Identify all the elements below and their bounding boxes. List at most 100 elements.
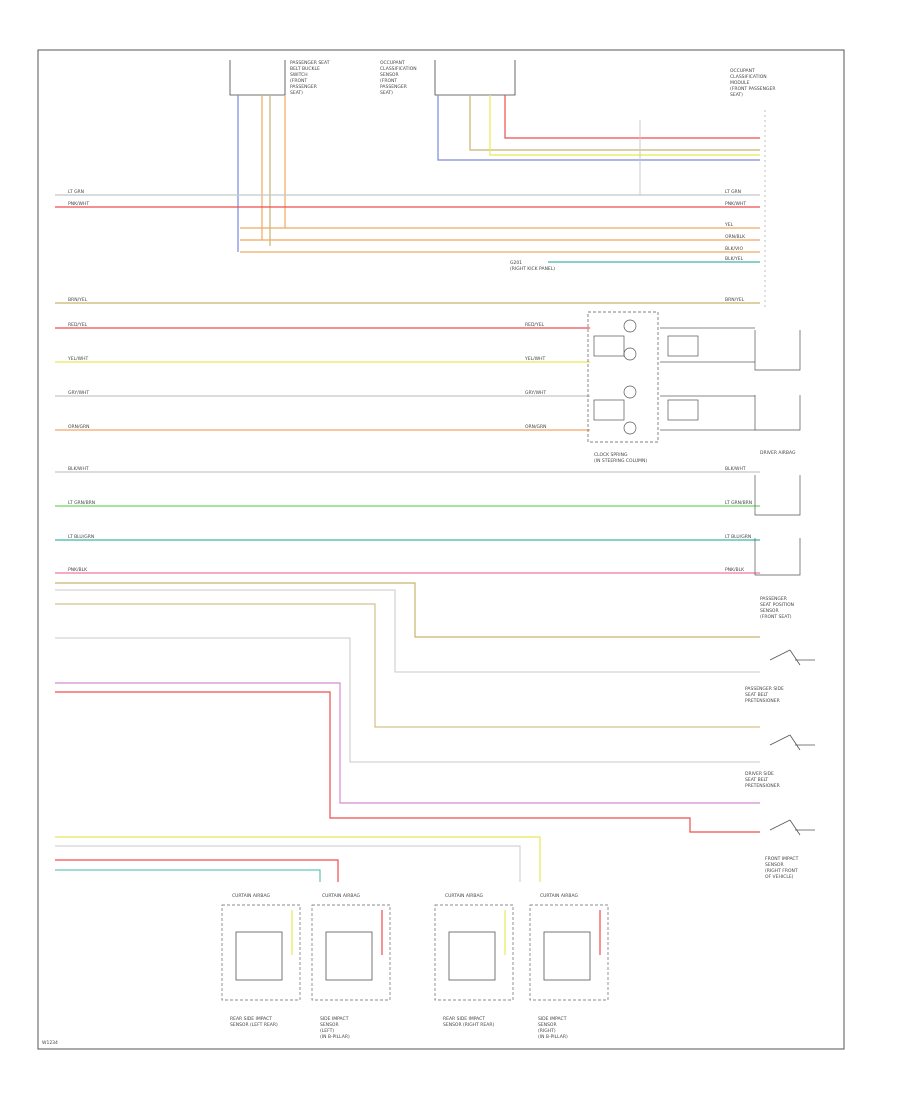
impact-line: FRONT IMPACT — [765, 856, 799, 862]
cs-label-line: (IN STEERING COLUMN) — [594, 458, 647, 464]
wire-tan-route — [469, 95, 760, 151]
tl-conn-line: SWITCH — [290, 72, 308, 78]
wire-label-right: LT BLU/GRN — [725, 534, 751, 540]
sw-top-line: PASSENGER — [760, 596, 787, 602]
wire-label-left: GRY/WHT — [68, 390, 89, 396]
module-caption-line: REAR SIDE IMPACT — [443, 1016, 485, 1022]
curtain-module-body — [325, 931, 373, 981]
gnd-line: G201 — [510, 260, 522, 266]
sw-low-line: SEAT BELT — [745, 777, 768, 783]
impact-line: OF VEHICLE) — [765, 874, 794, 880]
sw-low-line: PRETENSIONER — [745, 783, 780, 789]
airbag-modules-right — [754, 330, 801, 576]
wire-label-left: ORN/GRN — [68, 424, 90, 430]
wire-blue-route — [437, 95, 760, 161]
module-caption-line: (IN B-PILLAR) — [538, 1034, 568, 1040]
tm-conn-line: OCCUPANT — [380, 60, 405, 66]
tr-mod-line: OCCUPANT — [730, 68, 755, 74]
module-caption-line: SENSOR — [538, 1022, 557, 1028]
sw-top-line: SENSOR — [760, 608, 779, 614]
sw-mid-line: PRETENSIONER — [745, 698, 780, 704]
wire-gray-route — [60, 120, 641, 196]
wire-route-f — [55, 691, 760, 833]
impact-line: SENSOR — [765, 862, 784, 868]
wire-label-right: ORN/BLK — [725, 234, 746, 240]
wire-label-right: YEL — [724, 222, 734, 228]
module-header: CURTAIN AIRBAG — [540, 893, 578, 899]
cs-label-line: CLOCK SPRING — [594, 452, 628, 458]
driver-airbag-label: DRIVER AIRBAG — [760, 450, 796, 456]
wire-route-a — [55, 582, 760, 638]
wire-label-left: LT GRN — [68, 189, 84, 195]
tr-mod-line: (FRONT PASSENGER — [730, 86, 775, 92]
wire-label-left: PNK/BLK — [68, 567, 88, 573]
gnd-line: (RIGHT KICK PANEL) — [510, 266, 555, 272]
curtain-module-frame — [221, 904, 301, 1001]
footer-line: W1234 — [42, 1040, 58, 1046]
wire-label-right: RED/YEL — [525, 322, 545, 328]
tl-conn-line: SEAT) — [290, 90, 303, 96]
wire-label-left: LT GRN/BRN — [68, 500, 95, 506]
tl-conn-line: BELT BUCKLE — [290, 66, 320, 72]
wire-label-right: BRN/YEL — [725, 297, 745, 303]
module-caption-line: SENSOR (LEFT REAR) — [230, 1022, 278, 1028]
wire-label-left: LT BLU/GRN — [68, 534, 94, 540]
impact-line: (RIGHT FRONT — [765, 868, 798, 874]
module-header: CURTAIN AIRBAG — [232, 893, 270, 899]
wire-route-c — [55, 603, 760, 728]
wire-label-left: PNK/WHT — [68, 201, 89, 207]
tl-conn-line: PASSENGER SEAT — [290, 60, 330, 66]
wire-red-route — [504, 95, 760, 139]
module-caption-line: SENSOR — [320, 1022, 339, 1028]
curtain-module-frame — [311, 904, 391, 1001]
ground-note: G201(RIGHT KICK PANEL) — [510, 260, 555, 272]
wire-label-left: BRN/YEL — [68, 297, 88, 303]
module-header: CURTAIN AIRBAG — [322, 893, 360, 899]
wire-label-right: ORN/GRN — [525, 424, 547, 430]
wire-route-e — [55, 682, 760, 804]
wire-label-right: BLK/YEL — [725, 256, 744, 262]
footer-code: W1234 — [42, 1040, 58, 1046]
seat-switches — [769, 649, 815, 836]
wire-label-right: LT GRN/BRN — [725, 500, 752, 506]
wire-label-left: RED/YEL — [68, 322, 88, 328]
top-mid-connector — [434, 60, 516, 96]
tr-mod-line: SEAT) — [730, 92, 743, 98]
module-caption-line: REAR SIDE IMPACT — [230, 1016, 272, 1022]
tm-conn-line: SENSOR — [380, 72, 399, 78]
tm-conn-line: SEAT) — [380, 90, 393, 96]
wire-label-right: BLK/WHT — [725, 466, 746, 472]
module-caption-line: SENSOR (RIGHT REAR) — [443, 1022, 494, 1028]
tm-conn-line: PASSENGER — [380, 84, 407, 90]
module-caption-line: SIDE IMPACT — [538, 1016, 567, 1022]
sw-mid-line: SEAT BELT — [745, 692, 768, 698]
wire-label-right: GRY/WHT — [525, 390, 546, 396]
top-left-connector — [229, 60, 286, 96]
drv-airbag-line: DRIVER AIRBAG — [760, 450, 796, 456]
wire-label-left: YEL/WHT — [67, 356, 88, 362]
tm-conn-line: CLASSIFICATION — [380, 66, 417, 72]
module-caption-line: (IN B-PILLAR) — [320, 1034, 350, 1040]
diagram-border — [37, 49, 845, 1050]
wire-feed-2 — [55, 845, 521, 882]
module-caption-line: SIDE IMPACT — [320, 1016, 349, 1022]
tl-conn-line: (FRONT — [290, 78, 307, 84]
tr-mod-line: CLASSIFICATION — [730, 74, 767, 80]
wire-feed-3 — [55, 859, 339, 882]
curtain-module-body — [235, 931, 283, 981]
wire-route-d — [55, 637, 760, 763]
sw-mid-line: PASSENGER SIDE — [745, 686, 784, 692]
